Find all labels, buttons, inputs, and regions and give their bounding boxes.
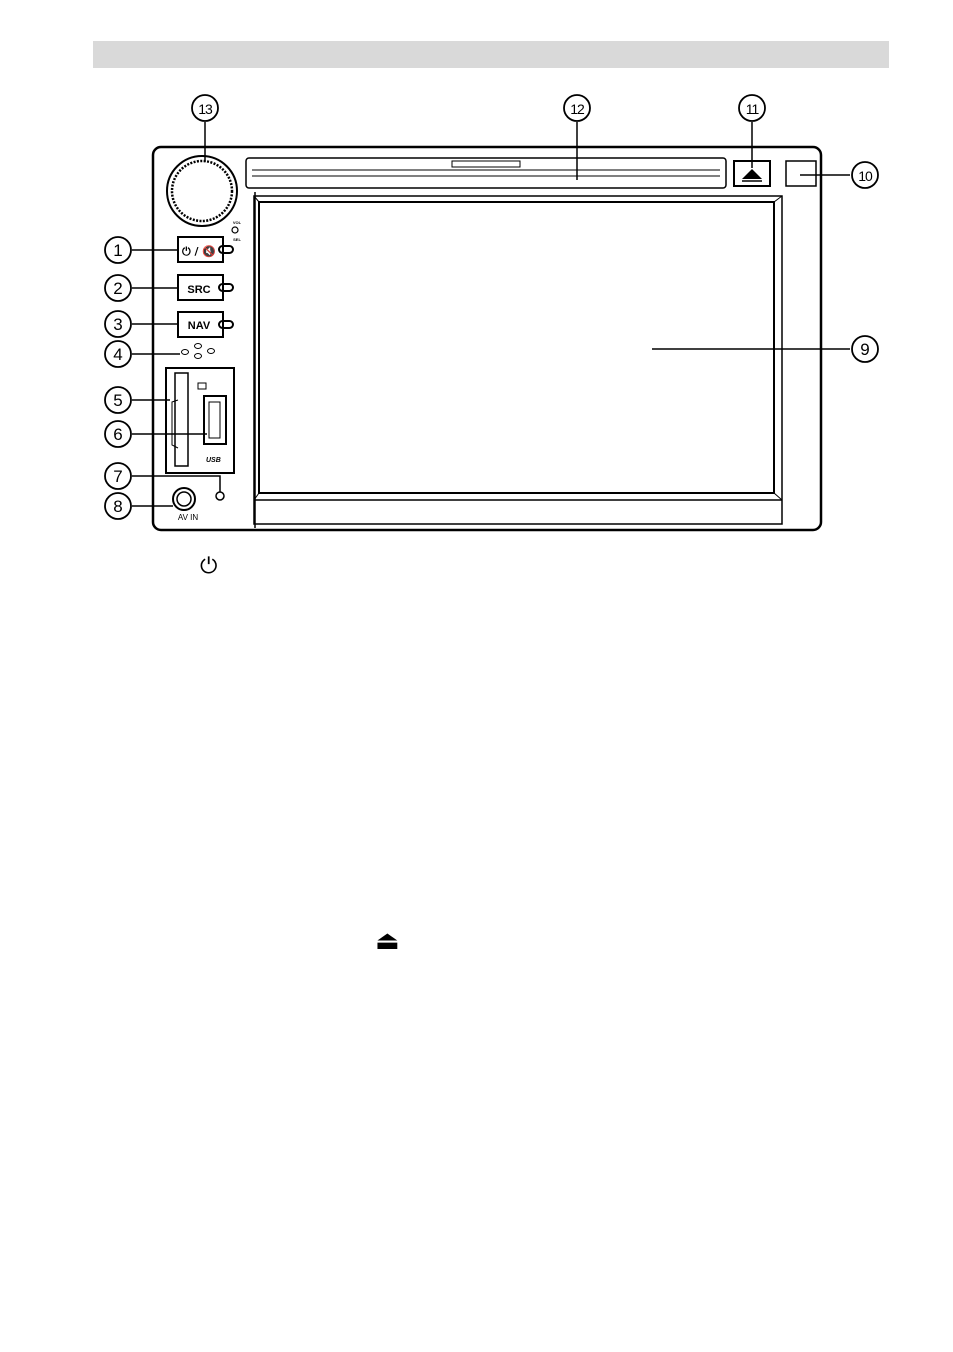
disc-slot-bezel — [246, 158, 726, 188]
callout-9: 9 — [860, 340, 869, 359]
callout-7: 7 — [113, 467, 122, 486]
callout-11: 11 — [746, 101, 760, 117]
callout-8: 8 — [113, 497, 122, 516]
src-label: SRC — [187, 284, 210, 296]
sd-card-slot — [175, 373, 188, 466]
av-in-label: AV IN — [178, 513, 199, 522]
callout-5: 5 — [113, 391, 122, 410]
volume-knob — [167, 156, 237, 226]
callout-2: 2 — [113, 279, 122, 298]
usb-port — [204, 396, 226, 444]
disc-slot-tab — [452, 161, 520, 167]
ir-sensor-window — [786, 161, 816, 186]
touch-screen — [259, 202, 774, 493]
callout-4: 4 — [113, 345, 122, 364]
callout-3: 3 — [113, 315, 122, 334]
power-icon: ⏻ — [200, 554, 217, 579]
media-bay — [166, 368, 234, 473]
nav-label: NAV — [188, 320, 211, 332]
power-mute-label: ⏻ / 🔇 — [182, 245, 216, 258]
reset-button — [216, 492, 224, 500]
usb-label: USB — [206, 457, 221, 464]
eject-icon-inline: ⏏ — [375, 926, 400, 956]
screen-frame — [254, 196, 782, 524]
callout-6: 6 — [113, 425, 122, 444]
callout-13: 13 — [198, 101, 213, 117]
callout-12: 12 — [570, 101, 585, 117]
device-frame — [153, 147, 821, 530]
callout-10: 10 — [858, 168, 873, 184]
vol-label: VOL — [233, 220, 242, 225]
eject-icon — [742, 169, 762, 179]
callout-1: 1 — [113, 241, 122, 260]
sel-label: SEL — [233, 237, 241, 242]
microphone-holes — [182, 344, 215, 359]
